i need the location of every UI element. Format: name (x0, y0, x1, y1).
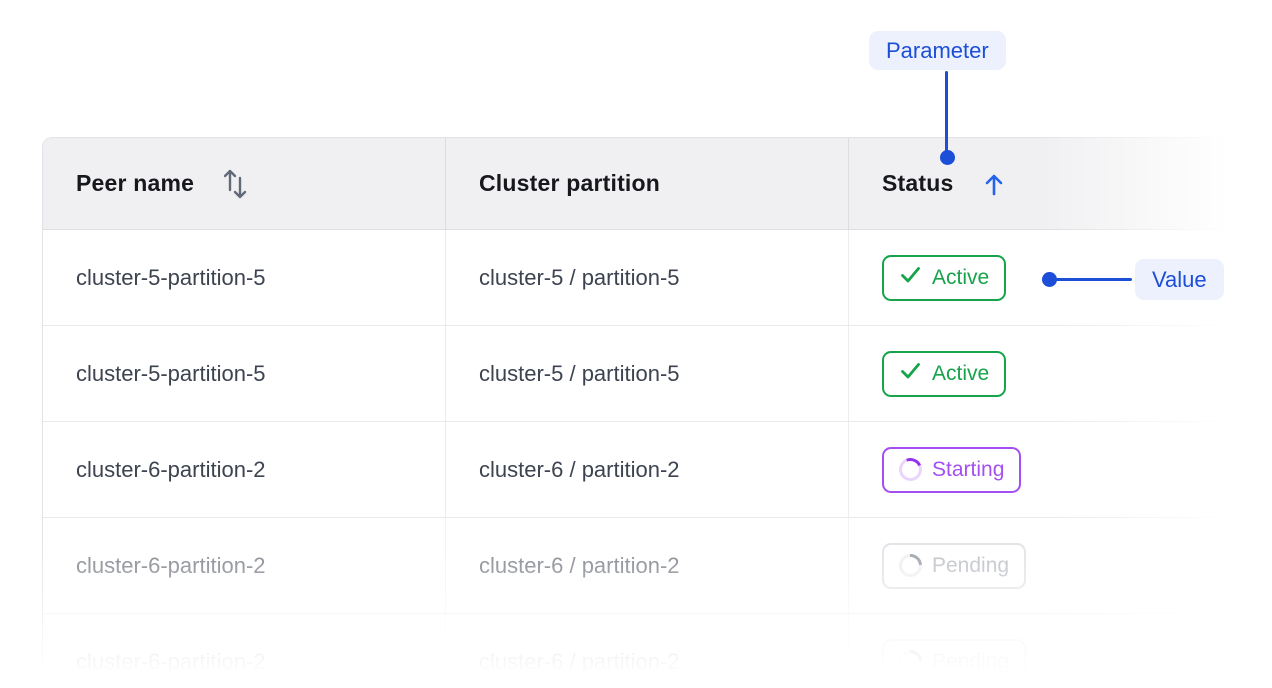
spinner-icon (895, 454, 926, 485)
cluster-partition-cell: cluster-6 / partition-2 (446, 422, 849, 517)
column-header-label: Status (882, 170, 954, 196)
value-connector-line (1055, 278, 1132, 281)
check-icon (899, 359, 922, 388)
spinner-icon (894, 549, 927, 582)
peer-name-cell: cluster-5-partition-5 (43, 230, 446, 325)
check-icon (899, 263, 922, 292)
cluster-partition-cell: cluster-5 / partition-5 (446, 326, 849, 421)
status-cell: Active (849, 230, 1230, 325)
parameter-connector-line (945, 71, 948, 152)
table-row: cluster-5-partition-5 cluster-5 / partit… (43, 230, 1230, 326)
status-badge: Active (882, 254, 1007, 301)
status-cell: Pending (849, 614, 1230, 688)
status-badge-label: Active (932, 265, 990, 289)
peer-name-cell: cluster-6-partition-2 (43, 518, 446, 613)
column-header-peer-name[interactable]: Peer name (43, 138, 446, 229)
status-badge: Pending (882, 542, 1027, 589)
table-header-row: Peer name Cluster partition Status (43, 138, 1230, 230)
status-badge: Starting (882, 446, 1022, 493)
cluster-partition-cell: cluster-6 / partition-2 (446, 518, 849, 613)
cluster-partition-cell: cluster-6 / partition-2 (446, 614, 849, 688)
status-badge: Pending (882, 638, 1027, 685)
status-cell: Starting (849, 422, 1230, 517)
parameter-connector-dot (940, 150, 955, 165)
cluster-partition-cell: cluster-5 / partition-5 (446, 230, 849, 325)
status-cell: Active (849, 326, 1230, 421)
table-row: cluster-5-partition-5 cluster-5 / partit… (43, 326, 1230, 422)
status-badge-label: Starting (932, 457, 1005, 481)
peer-name-cell: cluster-6-partition-2 (43, 614, 446, 688)
column-header-label: Cluster partition (479, 170, 661, 196)
peer-name-cell: cluster-5-partition-5 (43, 326, 446, 421)
parameter-callout-label: Parameter (886, 37, 989, 63)
spinner-icon (894, 645, 927, 678)
peers-table: Peer name Cluster partition Status (42, 137, 1230, 688)
value-callout-label: Value (1152, 266, 1207, 292)
arrow-up-icon[interactable] (981, 170, 1007, 198)
column-header-label: Peer name (76, 170, 195, 196)
table-row: cluster-6-partition-2 cluster-6 / partit… (43, 422, 1230, 518)
peer-name-cell: cluster-6-partition-2 (43, 422, 446, 517)
table-row: cluster-6-partition-2 cluster-6 / partit… (43, 518, 1230, 614)
sort-up-down-icon[interactable] (220, 165, 250, 203)
table-row: cluster-6-partition-2 cluster-6 / partit… (43, 614, 1230, 688)
column-header-status[interactable]: Status (849, 138, 1230, 229)
status-cell: Pending (849, 518, 1230, 613)
status-badge: Active (882, 350, 1007, 397)
column-header-cluster-partition: Cluster partition (446, 138, 849, 229)
status-badge-label: Pending (932, 649, 1010, 673)
status-badge-label: Active (932, 361, 990, 385)
value-callout-chip: Value (1135, 259, 1224, 300)
status-badge-label: Pending (932, 553, 1010, 577)
parameter-callout-chip: Parameter (869, 31, 1006, 70)
